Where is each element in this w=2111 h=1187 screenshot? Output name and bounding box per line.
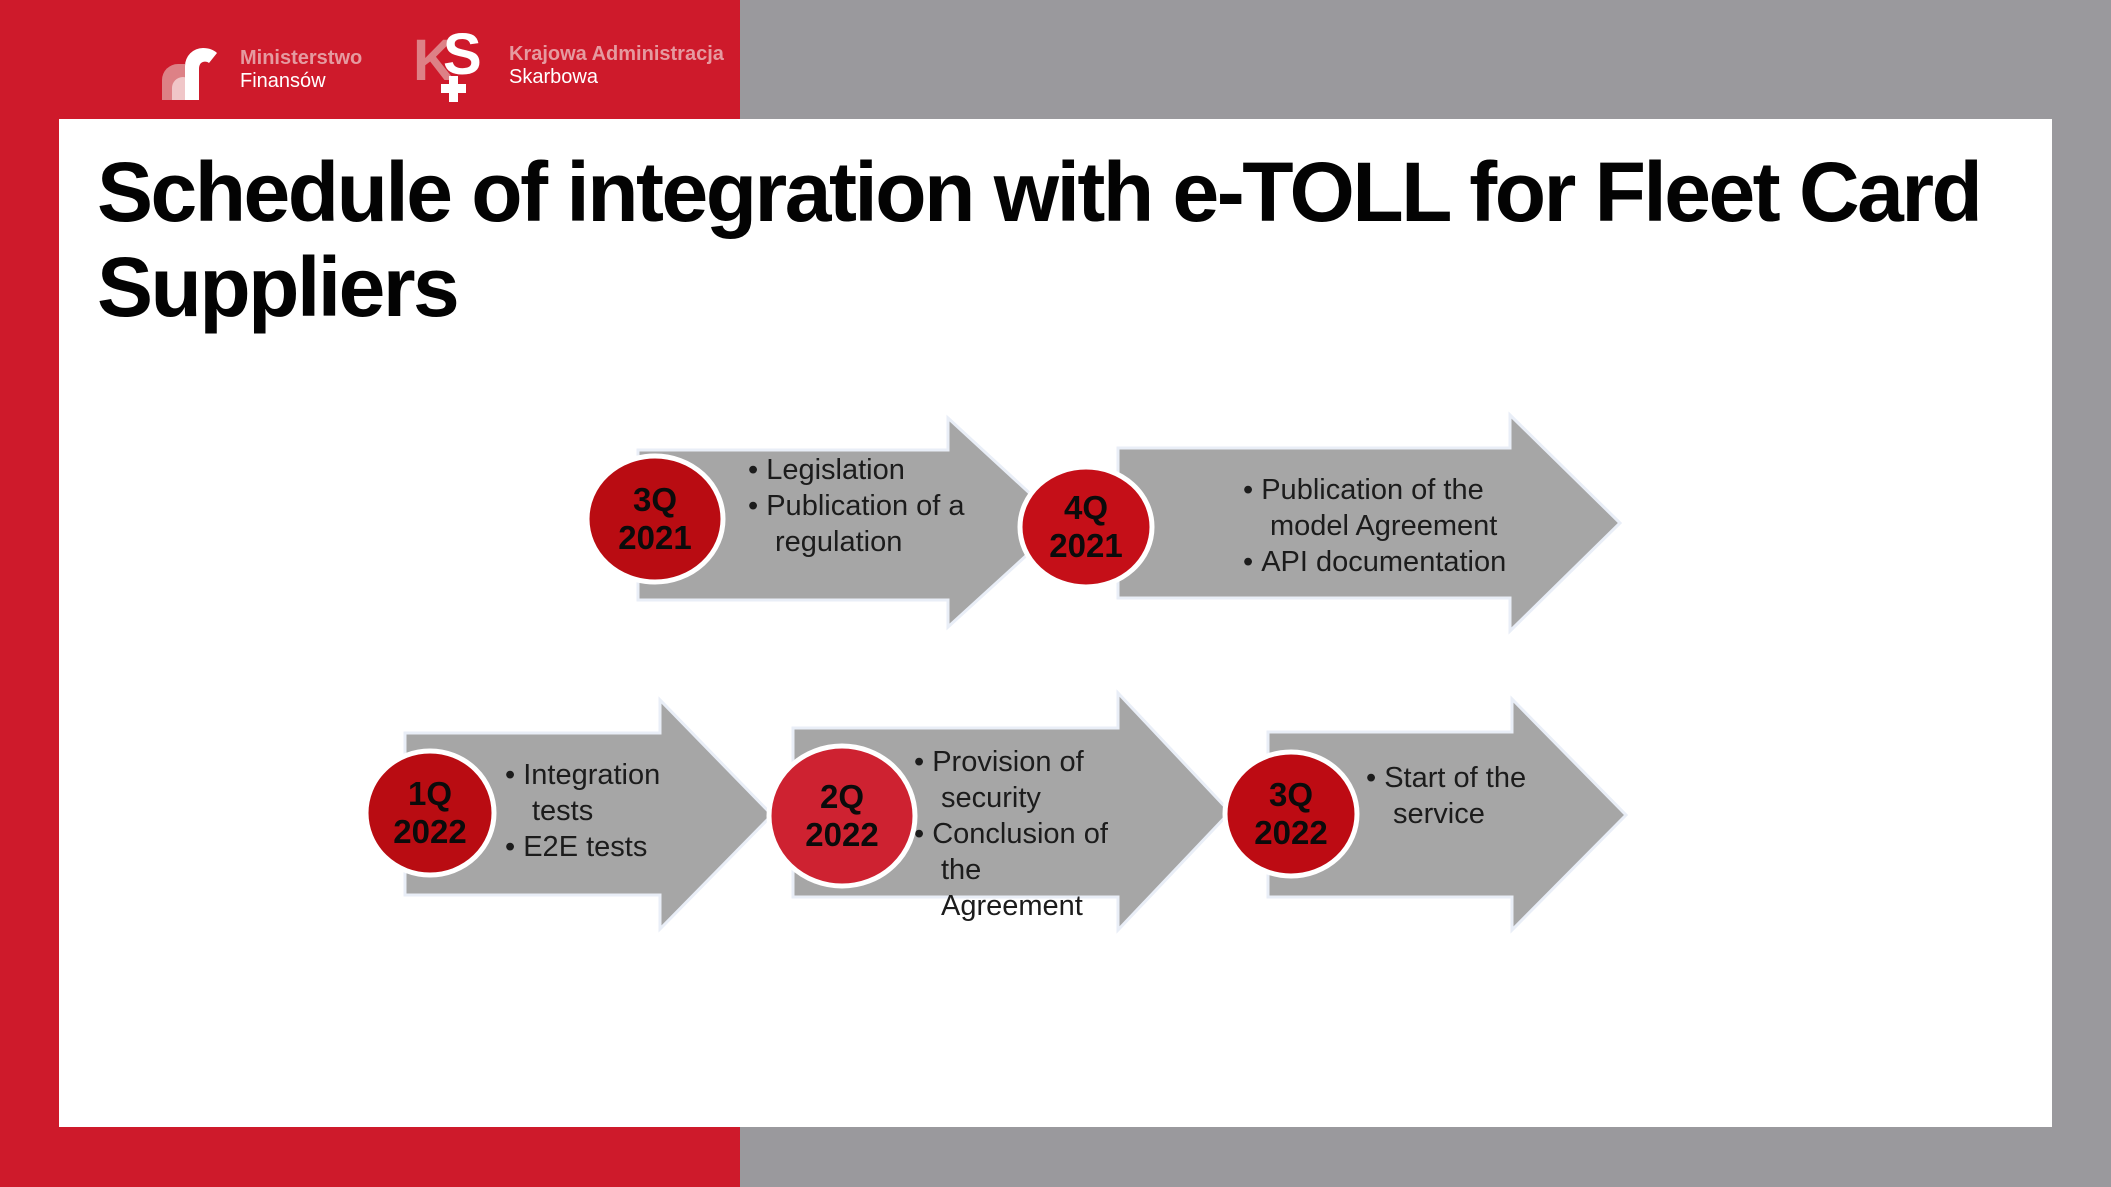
circle-label-3q2021: 3Q 2021 [618,481,691,557]
bullet-item: Integration tests [505,757,683,829]
kas-logo-line1: Krajowa Administracja [509,43,724,65]
kas-logo: K S Krajowa Administracja Skarbowa [413,24,724,108]
slide-content-area: Schedule of integration with e-TOLL for … [59,119,2052,1127]
kas-logo-icon: K S [413,24,482,102]
mf-logo: Ministerstwo Finansów [158,36,362,104]
bullet-item: Legislation [748,452,996,488]
bullet-item: API documentation [1243,544,1515,580]
circle-label-3q2022: 3Q 2022 [1254,776,1327,852]
year: 2022 [1254,814,1328,851]
kas-logo-text: Krajowa Administracja Skarbowa [509,43,724,89]
bullets-3q2021: Legislation Publication of a regulation [748,452,996,560]
bullets-2q2022: Provision of security Conclusion of the … [914,744,1119,924]
mf-logo-icon [162,48,217,100]
quarter: 4Q [1063,489,1109,526]
circle-label-4q2021: 4Q 2021 [1049,489,1122,565]
bullets-1q2022: Integration tests E2E tests [505,757,683,865]
bullet-item: Publication of a regulation [748,488,996,560]
quarter: 1Q [407,775,453,812]
bullets-4q2021: Publication of the model Agreement API d… [1243,472,1515,580]
svg-text:S: S [443,24,482,87]
bullet-item: Publication of the model Agreement [1243,472,1515,544]
quarter: 3Q [632,481,678,518]
bullet-item: Conclusion of the Agreement [914,816,1119,924]
circle-label-2q2022: 2Q 2022 [805,778,878,854]
kas-logo-line2: Skarbowa [509,66,598,88]
mf-logo-line1: Ministerstwo [240,47,363,69]
bullet-item: E2E tests [505,829,683,865]
quarter: 3Q [1268,776,1314,813]
bullet-item: Start of the service [1366,760,1538,832]
year: 2021 [618,519,692,556]
svg-text:K: K [413,28,455,93]
bullets-3q2022: Start of the service [1366,760,1538,832]
page-title: Schedule of integration with e-TOLL for … [97,145,1983,334]
mf-logo-line2: Finansów [240,70,326,92]
year: 2022 [805,816,879,853]
quarter: 2Q [819,778,865,815]
year: 2021 [1049,527,1123,564]
circle-label-1q2022: 1Q 2022 [393,775,466,851]
bullet-item: Provision of security [914,744,1119,816]
mf-logo-text: Ministerstwo Finansów [240,47,362,93]
year: 2022 [393,813,467,850]
